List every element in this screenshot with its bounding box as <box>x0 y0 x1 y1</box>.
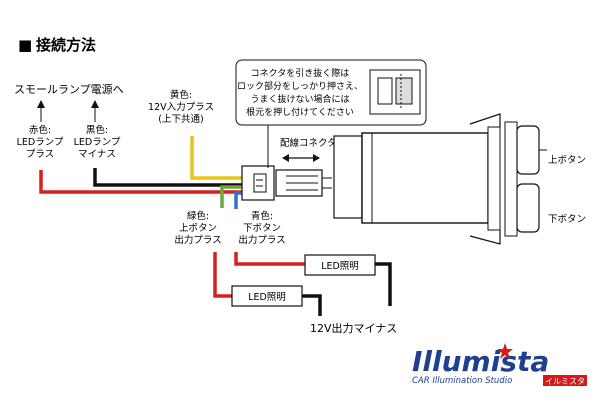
green-wire-label-color: 緑色: <box>187 210 209 222</box>
red-wire-label-target: LEDランプ <box>17 137 64 148</box>
bottom-button-label: 下ボタン <box>548 214 586 225</box>
yellow-wire-label-color: 黄色: <box>170 89 192 101</box>
green-wire-label-target: 上ボタン <box>179 223 217 234</box>
power-destination-label: スモールランプ電源へ <box>14 82 124 96</box>
connector-note-line-2: ロック部分をしっかり押さえ、 <box>237 80 363 92</box>
logo-subtitle: CAR Illumination Studio <box>412 376 512 386</box>
logo-star-icon <box>497 343 513 359</box>
illumista-logo: Illumista CAR Illumination Studio イルミスタ <box>412 343 587 386</box>
green-wire <box>220 185 245 208</box>
connector-label: 配線コネクタ <box>280 137 337 149</box>
green-wire-label-function: 出力プラス <box>174 234 221 246</box>
switch-unit <box>333 113 540 245</box>
connector-note-line-3: うまく抜けない場合には <box>250 93 349 105</box>
led2-positive-wire <box>213 252 232 298</box>
ground-label: 12V出力マイナス <box>310 321 397 335</box>
logo-main-text: Illumista <box>412 345 549 378</box>
black-wire-label-color: 黒色: <box>86 124 108 136</box>
black-wire <box>93 168 245 187</box>
logo-tag-text: イルミスタ <box>545 377 585 386</box>
connector-lock <box>253 173 267 193</box>
black-wire-label-polarity: マイナス <box>78 149 116 160</box>
top-button-label: 上ボタン <box>548 155 586 166</box>
connector-note-line-1: コネクタを引き抜く際は <box>251 67 350 79</box>
header-bullet: ■ <box>18 36 32 54</box>
yellow-wire <box>190 136 245 180</box>
red-wire <box>39 170 245 194</box>
connector-note-line-4: 根元を押し付けてください <box>246 106 354 118</box>
up-arrow-icon-red <box>37 100 45 122</box>
led1-negative-wire <box>375 262 392 306</box>
bottom-button-shape <box>516 183 540 233</box>
blue-wire-label-color: 青色: <box>251 210 273 222</box>
led-light-1-label: LED照明 <box>321 261 359 272</box>
red-wire-label-color: 赤色: <box>29 124 51 136</box>
led-light-2-label: LED照明 <box>248 292 286 303</box>
connector-detail-icon <box>369 69 421 115</box>
blue-wire-label-target: 下ボタン <box>243 223 281 234</box>
top-button-shape <box>516 125 540 175</box>
page-title: 接続方法 <box>36 36 96 54</box>
led2-negative-wire <box>302 294 322 316</box>
led1-positive-wire <box>234 252 305 266</box>
up-arrow-icon-black <box>91 100 99 122</box>
black-wire-label-target: LEDランプ <box>74 137 121 148</box>
double-arrow-icon <box>282 154 320 162</box>
red-wire-label-polarity: プラス <box>26 149 54 160</box>
blue-wire-label-function: 出力プラス <box>238 234 285 246</box>
yellow-wire-label-target: 12V入力プラス <box>148 101 214 113</box>
yellow-wire-label-note: (上下共通) <box>158 114 203 125</box>
